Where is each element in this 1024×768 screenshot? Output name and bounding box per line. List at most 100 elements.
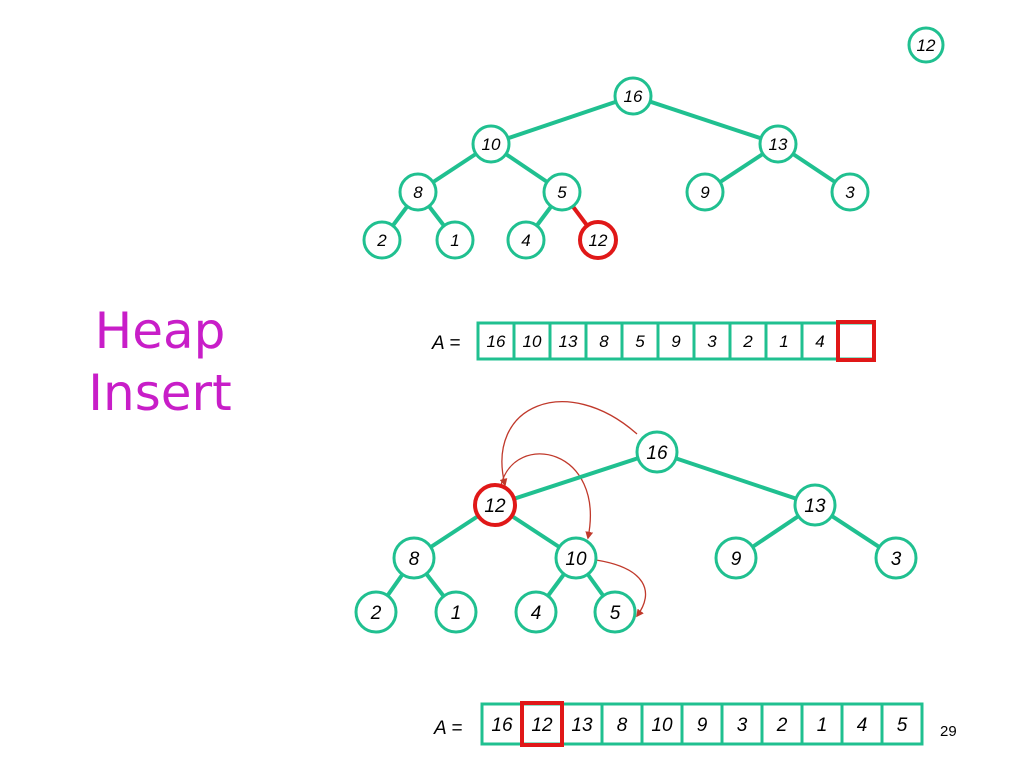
array-after-cell: 12: [520, 702, 564, 746]
tree-after-node-label: 10: [565, 549, 587, 570]
tree-before-node-circle: [542, 172, 582, 212]
array-after-cell: 13: [560, 702, 604, 746]
array-before-cell-box: [836, 321, 876, 361]
array-before-cell: 1: [764, 321, 804, 361]
tree-after-node: 3: [874, 536, 918, 580]
array-before-cell: 2: [728, 321, 768, 361]
tree-after-node-label: 1: [451, 603, 462, 624]
tree-after-node: 8: [392, 536, 436, 580]
tree-before-node-label: 9: [700, 183, 710, 202]
tree-before-node-circle: [685, 172, 725, 212]
array-before-cell-label: 3: [707, 332, 717, 351]
array-after-cell: 9: [680, 702, 724, 746]
tree-after-node-label: 16: [646, 443, 668, 464]
page-number: 29: [940, 723, 957, 740]
tree-before-node-circle: [578, 220, 618, 260]
tree-after-node-circle: [874, 536, 918, 580]
tree-after-node-circle: [473, 483, 517, 527]
tree-before-node-label: 3: [845, 183, 855, 202]
tree-after-node-label: 13: [804, 496, 826, 517]
array-after-cell-label: 13: [571, 715, 593, 736]
tree-before-node-circle: [398, 172, 438, 212]
title-line-2: Insert: [88, 364, 232, 422]
tree-after-node-label: 12: [484, 496, 506, 517]
tree-before-node-label: 5: [557, 183, 567, 202]
tree-after-node: 2: [354, 590, 398, 634]
array-after-cell-label: 3: [737, 715, 748, 736]
tree-before-node: 5: [542, 172, 582, 212]
array-before-cell: 13: [548, 321, 588, 361]
tree-before-node: 3: [830, 172, 870, 212]
tree-before-node: 8: [398, 172, 438, 212]
swap-arrow: [499, 401, 638, 487]
array-after-cell-box: [800, 702, 844, 746]
tree-before-node-label: 13: [769, 135, 788, 154]
tree-before-node: 12: [578, 220, 618, 260]
tree-after-node-label: 2: [370, 603, 382, 624]
array-after-cell-box: [720, 702, 764, 746]
tree-before-edge-0-2: [632, 94, 779, 146]
swap-arrows: [499, 401, 647, 618]
tree-before-node: 13: [758, 124, 798, 164]
insert-key-circle: [907, 26, 945, 64]
array-after-cell-label: 5: [897, 715, 908, 736]
array-after-cell-label: 16: [491, 715, 513, 736]
array-before-cell-box: [476, 321, 516, 361]
insert-key-node: 12: [907, 26, 945, 64]
tree-after-node-circle: [714, 536, 758, 580]
tree-after: 16 12 13 8 10 9 3 2 1 4 5: [354, 430, 918, 634]
tree-before-node-circle: [758, 124, 798, 164]
array-before-cell: 3: [692, 321, 732, 361]
tree-after-node: 1: [434, 590, 478, 634]
array-before-cell-label: 16: [487, 332, 506, 351]
array-before-cell-label: 10: [523, 332, 542, 351]
array-after-cell: 3: [720, 702, 764, 746]
tree-after-node-label: 5: [610, 603, 621, 624]
tree-after-node: 9: [714, 536, 758, 580]
array-before-cell: 9: [656, 321, 696, 361]
tree-after-edge-0-2: [656, 450, 816, 507]
tree-after-node-circle: [514, 590, 558, 634]
array-after-cell-label: 2: [776, 715, 788, 736]
title-line-1: Heap: [94, 302, 226, 360]
array-after-cell: 5: [880, 702, 924, 746]
array-before-cell: 16: [476, 321, 516, 361]
tree-after-node-label: 4: [531, 603, 542, 624]
insert-key-label: 12: [917, 36, 936, 55]
tree-before-node-circle: [362, 220, 402, 260]
array-after-cell-label: 1: [817, 715, 828, 736]
array-before-cell-label: 4: [815, 332, 824, 351]
tree-before-node: 9: [685, 172, 725, 212]
tree-after-node: 13: [793, 483, 837, 527]
slide-title: Heap Insert: [60, 300, 260, 424]
array-after-cell-label: 9: [697, 715, 708, 736]
array-before-cell: 5: [620, 321, 660, 361]
array-before-cell-label: 5: [635, 332, 645, 351]
array-after-cell: 8: [600, 702, 644, 746]
array-after-cell-label: 8: [617, 715, 628, 736]
tree-before-node: 2: [362, 220, 402, 260]
array-before-cell-box: [728, 321, 768, 361]
tree-before-node-label: 1: [450, 231, 459, 250]
array-after-cell-label: 10: [651, 715, 673, 736]
tree-after-node: 10: [554, 536, 598, 580]
tree-before-node-label: 12: [589, 231, 608, 250]
array-after-cell: 10: [640, 702, 684, 746]
array-after-cell-label: 12: [531, 715, 553, 736]
tree-before-node: 4: [506, 220, 546, 260]
tree-before-node-label: 4: [521, 231, 530, 250]
swap-arrow: [500, 453, 594, 540]
tree-after-node: 4: [514, 590, 558, 634]
array-before-cell-label: 1: [779, 332, 788, 351]
tree-after-node-circle: [354, 590, 398, 634]
array-before-cell-label: 8: [599, 332, 609, 351]
array-before-cell-highlight: [836, 320, 876, 362]
array-after-prefix: A =: [433, 718, 462, 739]
tree-after-node: 12: [473, 483, 517, 527]
tree-after-node-circle: [593, 590, 637, 634]
tree-before-node-circle: [506, 220, 546, 260]
tree-after-node-circle: [554, 536, 598, 580]
